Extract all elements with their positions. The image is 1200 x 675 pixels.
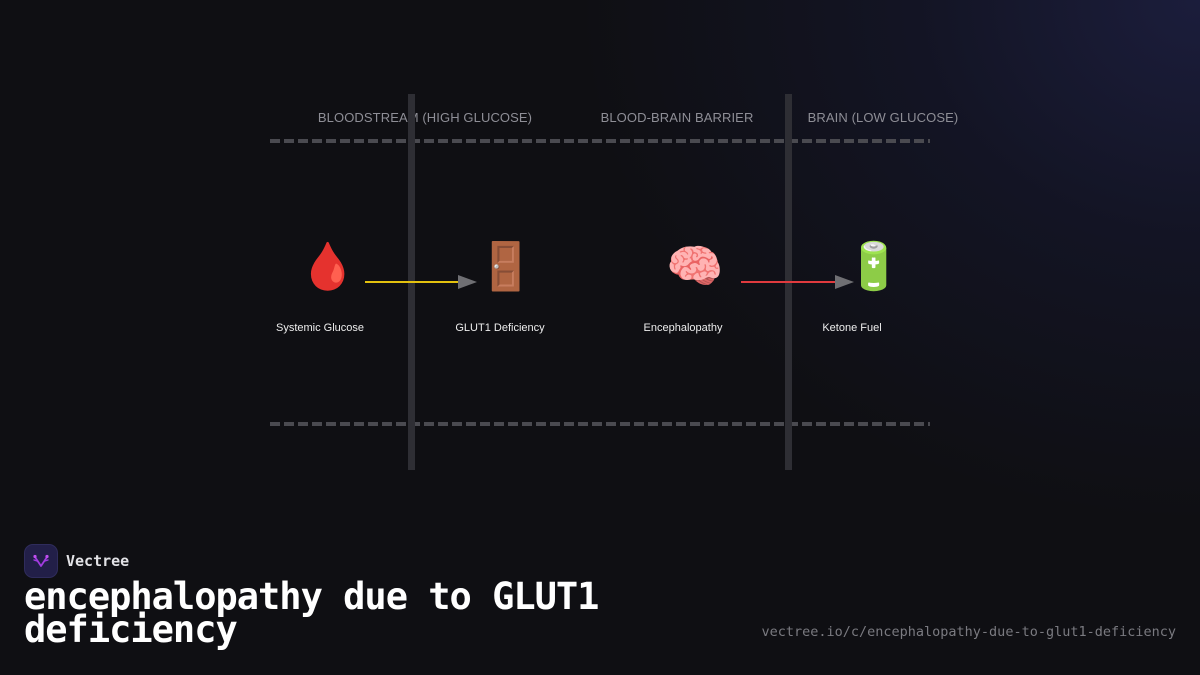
zone-label-bloodstream: BLOODSTREAM (HIGH GLUCOSE) xyxy=(317,110,533,125)
node-glut1-deficiency[interactable]: 🚪 GLUT1 Deficiency xyxy=(455,238,544,334)
arrow-encephalopathy-to-ketone xyxy=(741,275,854,289)
brain-icon: 🧠 xyxy=(666,240,724,292)
node-ketone-fuel[interactable]: 🔋 Ketone Fuel xyxy=(822,238,903,334)
top-boundary-dashed-line xyxy=(270,139,930,143)
vectree-logo-icon xyxy=(24,544,58,578)
door-icon: 🚪 xyxy=(477,240,535,292)
zone-label-blood-brain-barrier: BLOOD-BRAIN BARRIER xyxy=(600,110,754,125)
pathway-diagram: BLOODSTREAM (HIGH GLUCOSE) BLOOD-BRAIN B… xyxy=(270,94,959,470)
battery-icon: 🔋 xyxy=(845,240,903,292)
page-title: encephalopathy due to GLUT1 deficiency xyxy=(24,575,599,651)
arrow-head-icon xyxy=(458,275,477,289)
arrow-head-icon xyxy=(835,275,854,289)
blood-drop-icon: 🩸 xyxy=(299,240,357,292)
node-label: Encephalopathy xyxy=(643,322,723,334)
zone-label-brain: BRAIN (LOW GLUCOSE) xyxy=(807,110,959,125)
node-encephalopathy[interactable]: 🧠 Encephalopathy xyxy=(644,238,724,334)
page-url[interactable]: vectree.io/c/encephalopathy-due-to-glut1… xyxy=(761,624,1176,640)
node-label: Systemic Glucose xyxy=(275,322,365,334)
brand-name: Vectree xyxy=(66,552,130,570)
node-systemic-glucose[interactable]: 🩸 Systemic Glucose xyxy=(276,238,364,334)
node-label: GLUT1 Deficiency xyxy=(455,322,545,334)
bottom-boundary-dashed-line xyxy=(270,422,930,426)
arrow-glucose-to-glut1 xyxy=(365,275,477,289)
node-label: Ketone Fuel xyxy=(822,322,882,334)
brand: Vectree xyxy=(24,544,129,578)
